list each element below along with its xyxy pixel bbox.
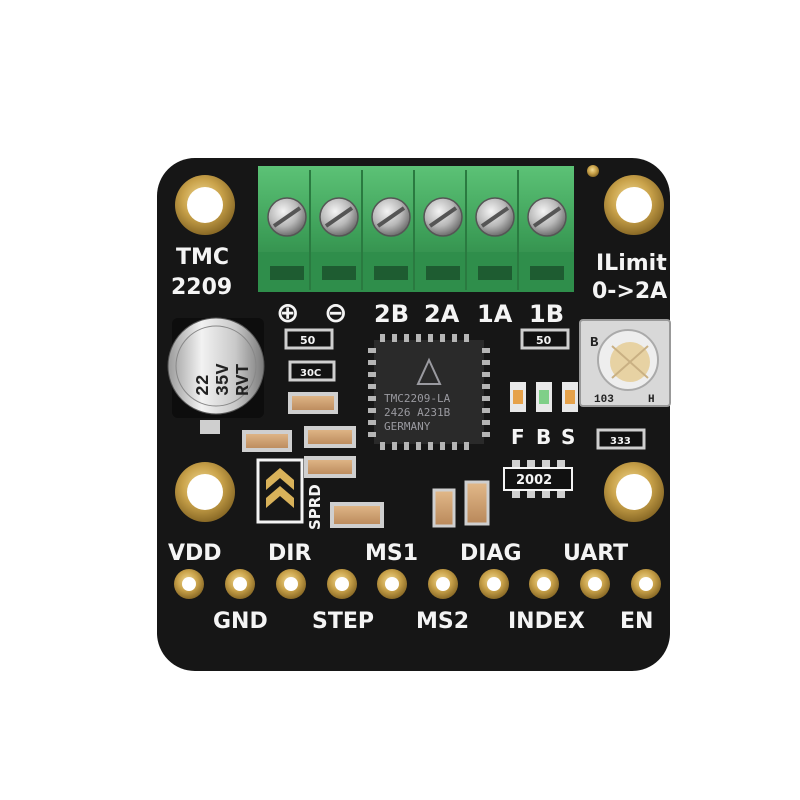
pin-pad-ms2[interactable]	[428, 569, 458, 599]
pin-label-index: INDEX	[508, 609, 585, 634]
pin-pad-gnd[interactable]	[225, 569, 255, 599]
led-label-b: B	[536, 425, 551, 449]
resistor-array-2002: 2002	[503, 460, 573, 498]
mounting-hole-top-left	[175, 175, 235, 235]
screw[interactable]	[371, 197, 411, 237]
chip-marking-1: TMC2209-LA	[384, 392, 451, 405]
screw[interactable]	[319, 197, 359, 237]
capacitor-voltage: 35V	[214, 363, 234, 396]
svg-text:333: 333	[610, 436, 631, 447]
capacitor-value: 22	[194, 374, 214, 396]
sprd-jumper[interactable]	[256, 458, 304, 524]
power-plus-label: ⊕	[276, 296, 299, 329]
header-pins[interactable]	[174, 569, 661, 599]
board-name-line2: 2209	[171, 275, 232, 300]
capacitor-smd-7	[464, 480, 490, 526]
capacitor-smd-1	[288, 392, 338, 414]
svg-text:50: 50	[536, 334, 552, 347]
pin-label-en: EN	[620, 609, 653, 634]
capacitor-series: RVT	[234, 363, 254, 396]
pin-pad-diag[interactable]	[479, 569, 509, 599]
led-step	[562, 382, 578, 412]
led-fault	[510, 382, 526, 412]
motor-label-2a: 2A	[424, 300, 460, 328]
screw[interactable]	[475, 197, 515, 237]
resistor-333: 333	[596, 428, 646, 450]
resistor-50-right: 50	[520, 328, 570, 350]
pin-label-dir: DIR	[268, 541, 311, 566]
current-limit-potentiometer[interactable]: B 103 H	[579, 319, 671, 407]
pin-pad-vdd[interactable]	[174, 569, 204, 599]
pin-label-uart: UART	[563, 541, 628, 566]
terminal-block	[258, 166, 574, 292]
pin-label-vdd: VDD	[168, 541, 222, 566]
motor-label-2b: 2B	[374, 300, 409, 328]
capacitor-smd-2	[242, 430, 292, 452]
motor-label-1a: 1A	[477, 300, 513, 328]
capacitor-smd-3	[304, 426, 356, 448]
capacitor-smd-5	[330, 502, 384, 528]
mounting-hole-bottom-right	[604, 462, 664, 522]
led-busy	[536, 382, 552, 412]
current-limit-label: ILimit	[596, 251, 667, 276]
resistor-30c: 30C	[288, 360, 336, 382]
pin-label-diag: DIAG	[460, 541, 522, 566]
svg-text:50: 50	[300, 334, 316, 347]
chip-marking-2: 2426 A231B	[384, 406, 451, 419]
board-name-line1: TMC	[176, 245, 229, 270]
pin-pad-ms1[interactable]	[377, 569, 407, 599]
screw[interactable]	[527, 197, 567, 237]
capacitor-smd-6	[432, 488, 456, 528]
led-label-f: F	[511, 425, 525, 449]
svg-text:30C: 30C	[300, 368, 321, 379]
motor-label-1b: 1B	[529, 300, 564, 328]
electrolytic-capacitor: 22 35V RVT	[167, 317, 265, 434]
pin-label-gnd: GND	[213, 609, 268, 634]
pot-label-103: 103	[594, 394, 614, 406]
led-label-s: S	[561, 425, 575, 449]
screw[interactable]	[423, 197, 463, 237]
pin-pad-step[interactable]	[327, 569, 357, 599]
pin-label-step: STEP	[312, 609, 374, 634]
driver-chip: TMC2209-LA 2426 A231B GERMANY	[368, 334, 490, 450]
pot-label-b: B	[590, 335, 599, 351]
power-minus-label: ⊖	[324, 296, 347, 329]
pot-label-h: H	[648, 394, 655, 406]
chip-marking-3: GERMANY	[384, 420, 431, 433]
pin-label-ms2: MS2	[416, 609, 469, 634]
svg-text:2002: 2002	[516, 473, 552, 488]
pin-pad-dir[interactable]	[276, 569, 306, 599]
pin-pad-index[interactable]	[529, 569, 559, 599]
sprd-label: SPRD	[306, 484, 324, 530]
current-limit-range: 0->2A	[592, 279, 667, 304]
capacitor-smd-4	[304, 456, 356, 478]
chip-logo-icon	[416, 357, 442, 385]
screw[interactable]	[267, 197, 307, 237]
mounting-hole-top-right	[604, 175, 664, 235]
terminal-screws[interactable]	[267, 197, 567, 237]
pin-pad-en[interactable]	[631, 569, 661, 599]
fiducial	[587, 165, 599, 177]
pin-pad-uart[interactable]	[580, 569, 610, 599]
mounting-hole-bottom-left	[175, 462, 235, 522]
resistor-50-left: 50	[284, 328, 334, 350]
pin-label-ms1: MS1	[365, 541, 418, 566]
